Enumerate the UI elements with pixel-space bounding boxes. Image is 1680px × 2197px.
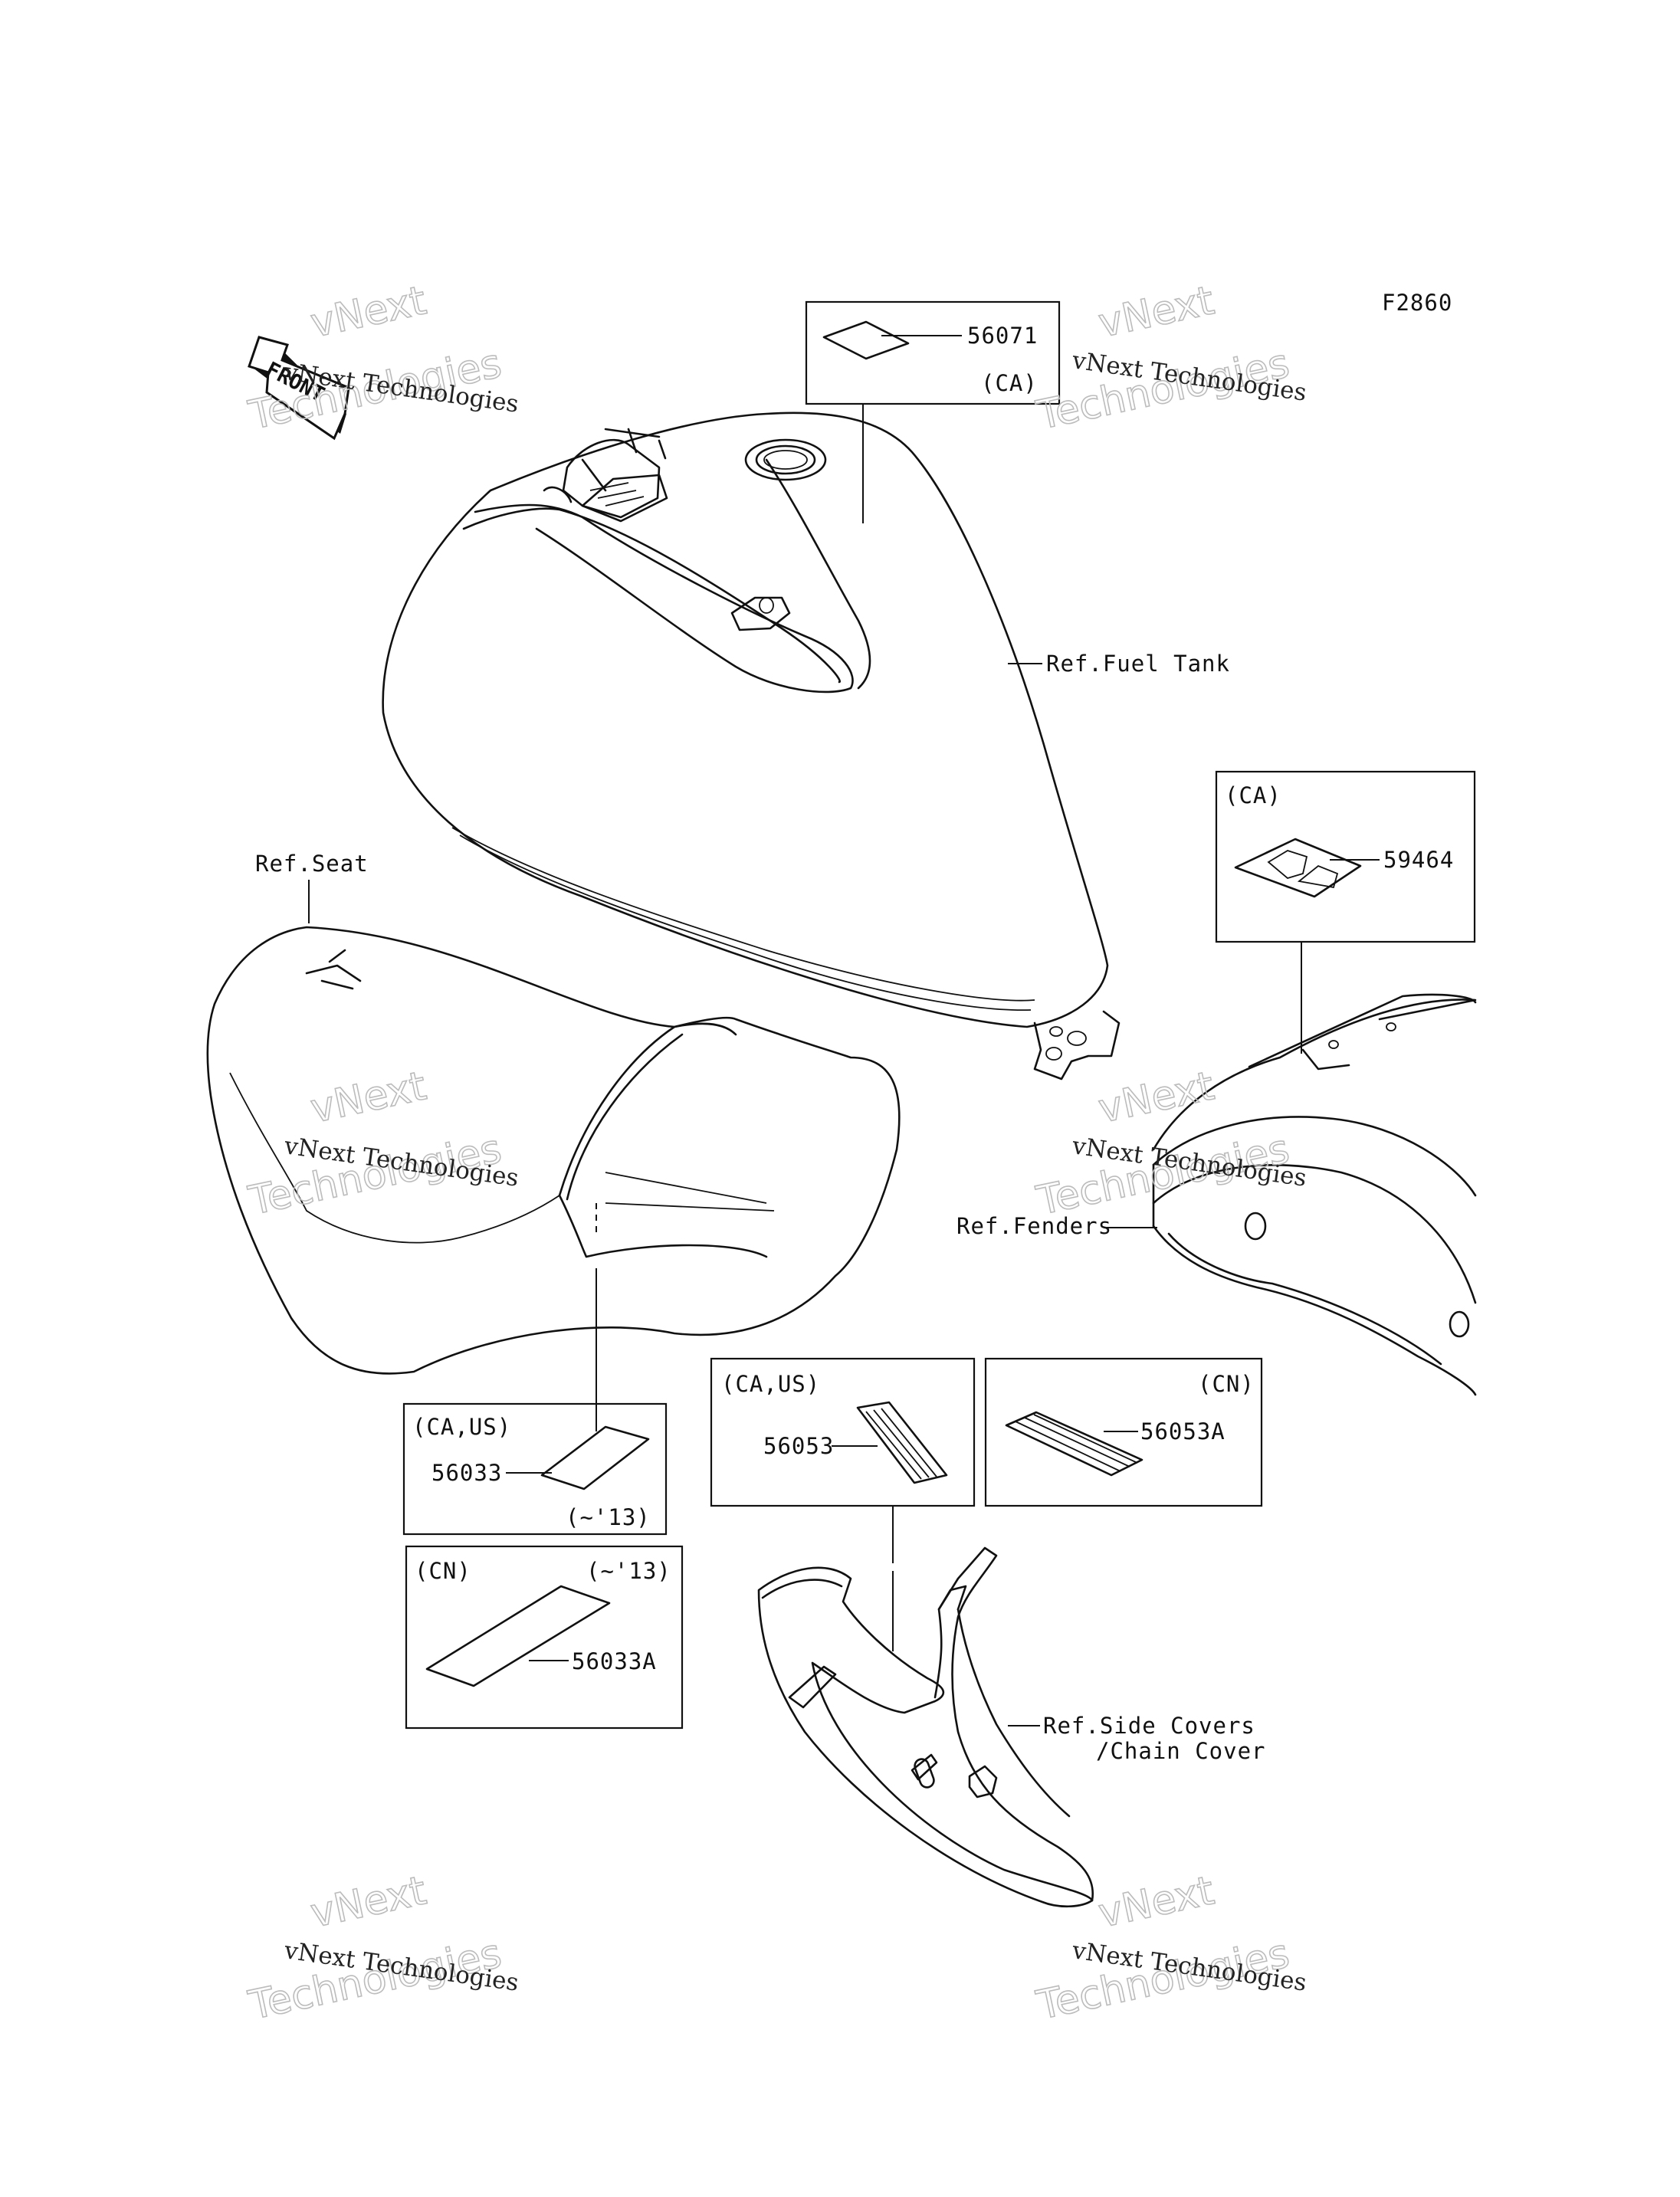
part-56071: 56071: [967, 323, 1038, 349]
watermark-vnext: vNext: [1094, 277, 1218, 346]
callout-56033A: (CN) (~'13) 56033A: [405, 1545, 684, 1730]
note-56033A: (~'13): [586, 1558, 671, 1584]
figure-code: F2860: [1382, 290, 1452, 316]
callout-56053: (CA,US) 56053: [710, 1357, 976, 1563]
ref-seat: Ref.Seat: [255, 851, 369, 877]
region-56033: (CA,US): [412, 1414, 511, 1440]
ref-fuel-tank: Ref.Fuel Tank: [1046, 651, 1230, 677]
watermark-vnext: vNext: [307, 1867, 430, 1936]
watermark-vnext: vNext: [1094, 1063, 1218, 1132]
callout-59464: (CA) 59464: [1215, 770, 1476, 1054]
side-covers: [757, 1546, 1094, 1908]
note-56033: (~'13): [566, 1504, 651, 1530]
fuel-tank: [382, 412, 1121, 1080]
part-56033A: 56033A: [572, 1648, 657, 1674]
region-56053A: (CN): [1198, 1371, 1255, 1397]
watermark-vnext: vNext: [307, 1063, 430, 1132]
ref-chain-cover: /Chain Cover: [1096, 1738, 1266, 1764]
watermark-group: vNext Technologies vNext Technologies vN…: [244, 277, 1308, 2030]
callout-56053A: (CN) 56053A: [984, 1357, 1263, 1507]
ref-fenders: Ref.Fenders: [956, 1213, 1112, 1239]
watermark-vnext: vNext: [307, 277, 430, 346]
callout-56071: 56071 (CA): [805, 300, 1061, 523]
part-56033: 56033: [431, 1460, 502, 1486]
region-56033A: (CN): [415, 1558, 471, 1584]
part-56053A: 56053A: [1140, 1418, 1226, 1444]
part-59464: 59464: [1383, 847, 1454, 873]
ref-side-covers: Ref.Side Covers: [1043, 1713, 1255, 1739]
region-59464: (CA): [1225, 782, 1281, 808]
region-56071: (CA): [981, 370, 1038, 396]
callout-56033: (CA,US) 56033 (~'13): [402, 1402, 668, 1536]
seat: [206, 926, 901, 1375]
region-56053: (CA,US): [721, 1371, 820, 1397]
fenders: [1152, 993, 1477, 1396]
watermark-vnext: vNext: [1094, 1867, 1218, 1936]
part-56053: 56053: [763, 1433, 834, 1459]
